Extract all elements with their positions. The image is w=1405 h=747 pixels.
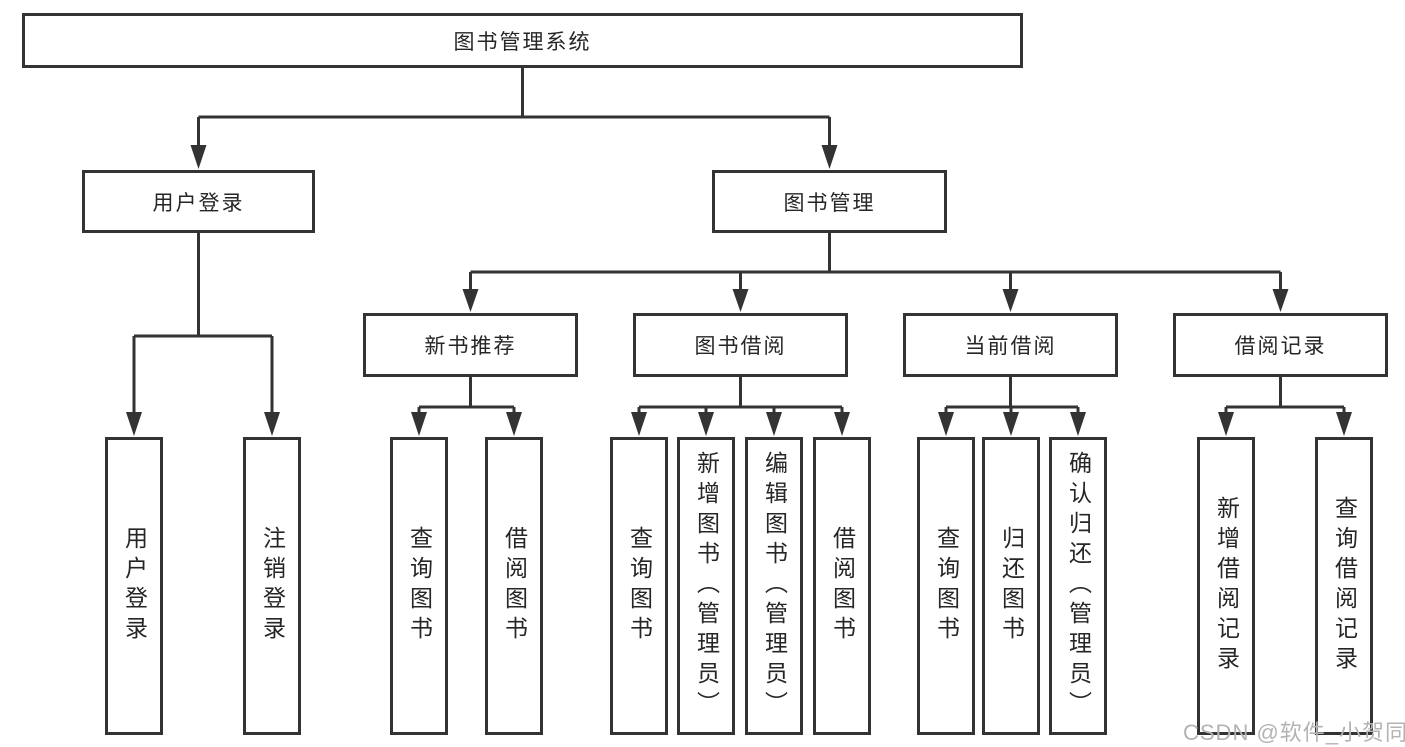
leaf-query-books-current: 查询图书 bbox=[917, 437, 975, 735]
node-label: 用户登录 bbox=[121, 526, 148, 646]
node-root-library-system: 图书管理系统 bbox=[22, 13, 1023, 68]
leaf-add-borrow-record: 新增借阅记录 bbox=[1197, 437, 1255, 735]
node-borrowing-records: 借阅记录 bbox=[1173, 313, 1388, 377]
leaf-borrow-books-recommend: 借阅图书 bbox=[485, 437, 543, 735]
node-user-login: 用户登录 bbox=[82, 170, 315, 233]
node-label: 新增借阅记录 bbox=[1213, 496, 1240, 676]
node-label: 新书推荐 bbox=[424, 335, 517, 358]
leaf-logout: 注销登录 bbox=[243, 437, 301, 735]
leaf-query-books-recommend: 查询图书 bbox=[390, 437, 448, 735]
node-label: 编辑图书（管理员） bbox=[761, 451, 788, 721]
leaf-add-book-admin: 新增图书（管理员） bbox=[677, 437, 735, 735]
node-label: 借阅图书 bbox=[829, 526, 856, 646]
leaf-user-login: 用户登录 bbox=[105, 437, 163, 735]
node-label: 查询图书 bbox=[933, 526, 960, 646]
node-label: 借阅记录 bbox=[1234, 335, 1327, 358]
node-label: 图书管理 bbox=[783, 191, 876, 215]
node-label: 查询图书 bbox=[406, 526, 433, 646]
node-label: 新增图书（管理员） bbox=[693, 451, 720, 721]
leaf-edit-book-admin: 编辑图书（管理员） bbox=[745, 437, 803, 735]
csdn-watermark: CSDN @软件_小贺同学 bbox=[1183, 720, 1405, 745]
node-label: 图书管理系统 bbox=[453, 30, 592, 54]
leaf-query-borrow-record: 查询借阅记录 bbox=[1315, 437, 1373, 735]
node-label: 注销登录 bbox=[259, 526, 286, 646]
node-book-borrowing: 图书借阅 bbox=[633, 313, 848, 377]
node-book-management: 图书管理 bbox=[712, 170, 947, 233]
node-label: 查询图书 bbox=[626, 526, 653, 646]
leaf-borrow-books-borrowing: 借阅图书 bbox=[813, 437, 871, 735]
node-label: 当前借阅 bbox=[964, 335, 1057, 358]
node-label: 借阅图书 bbox=[501, 526, 528, 646]
node-current-borrowing: 当前借阅 bbox=[903, 313, 1118, 377]
node-label: 查询借阅记录 bbox=[1331, 496, 1358, 676]
leaf-confirm-return-admin: 确认归还（管理员） bbox=[1049, 437, 1107, 735]
leaf-return-books: 归还图书 bbox=[982, 437, 1040, 735]
node-label: 确认归还（管理员） bbox=[1065, 451, 1092, 721]
node-label: 归还图书 bbox=[998, 526, 1025, 646]
leaf-query-books-borrowing: 查询图书 bbox=[610, 437, 668, 735]
node-label: 图书借阅 bbox=[694, 335, 787, 358]
node-new-book-recommendation: 新书推荐 bbox=[363, 313, 578, 377]
node-label: 用户登录 bbox=[152, 191, 245, 215]
